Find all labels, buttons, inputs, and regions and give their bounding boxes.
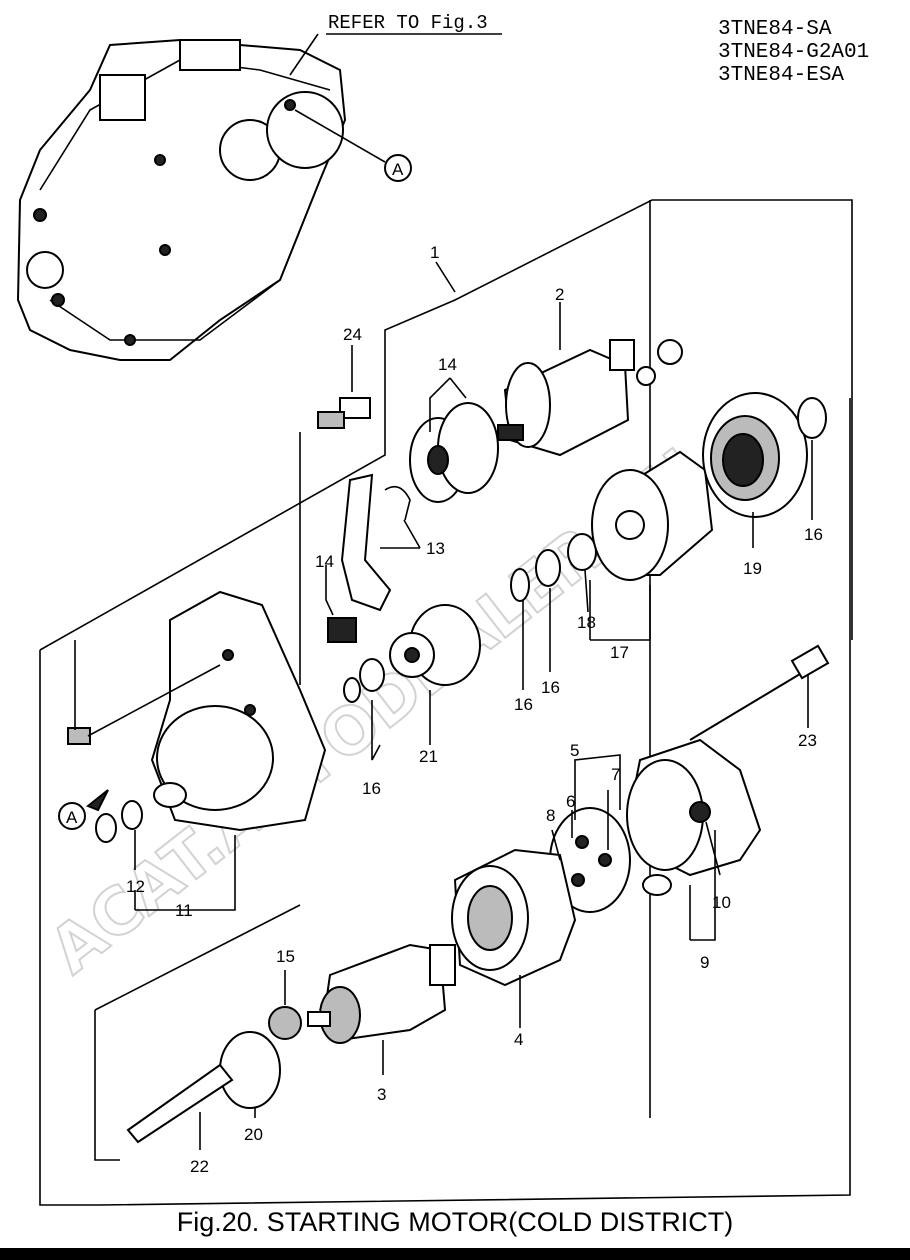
armature	[307, 943, 456, 1044]
callout-8: 8	[546, 806, 555, 825]
flywheel-housing	[16, 33, 347, 361]
assembly-1-frame	[39, 199, 853, 1206]
refer-to-fig-label: REFER TO Fig.3	[328, 12, 488, 34]
leader-lines	[134, 261, 813, 1150]
reduction-housing	[591, 450, 714, 581]
callout-16-b: 16	[514, 695, 533, 714]
model-code-2: 3TNE84-G2A01	[718, 41, 869, 64]
pinion-gear	[389, 604, 481, 686]
callout-2: 2	[555, 285, 564, 304]
callout-labels: 1 2 3 4 5 6 7 8 9 10 11 12 13 14 14 15 1…	[126, 243, 823, 1176]
callout-17: 17	[610, 643, 629, 662]
callout-4: 4	[514, 1030, 523, 1049]
callout-16-d: 16	[804, 525, 823, 544]
callout-22: 22	[190, 1157, 209, 1176]
figure-caption: Fig.20. STARTING MOTOR(COLD DISTRICT)	[176, 1207, 734, 1237]
callout-20: 20	[244, 1125, 263, 1144]
internal-gear	[702, 392, 808, 518]
model-code-3: 3TNE84-ESA	[718, 64, 844, 87]
callout-6: 6	[566, 792, 575, 811]
callout-1: 1	[430, 243, 439, 262]
rear-cover	[626, 738, 762, 877]
callout-5: 5	[570, 741, 579, 760]
yoke	[451, 848, 577, 987]
callout-11: 11	[175, 901, 193, 920]
front-bracket	[150, 590, 327, 832]
callout-3: 3	[377, 1085, 386, 1104]
callout-9: 9	[700, 953, 709, 972]
pinion-shaft	[126, 1063, 234, 1144]
callout-24: 24	[343, 325, 362, 344]
callout-15: 15	[276, 947, 295, 966]
model-code-1: 3TNE84-SA	[718, 18, 832, 41]
callout-12: 12	[126, 877, 145, 896]
callout-16-a: 16	[362, 779, 381, 798]
callout-13: 13	[426, 539, 445, 558]
callout-10: 10	[712, 893, 731, 912]
callout-14-lower: 14	[315, 552, 334, 571]
bottom-border	[0, 1248, 910, 1260]
callout-21: 21	[419, 747, 438, 766]
callout-14-upper: 14	[438, 355, 457, 374]
bolt-24	[317, 397, 371, 429]
ref-marker-a-top: A	[392, 160, 404, 179]
callout-23: 23	[798, 731, 817, 750]
solenoid-switch	[497, 339, 635, 457]
ref-marker-a-lower: A	[66, 808, 78, 827]
shift-lever	[340, 473, 392, 612]
callout-7: 7	[611, 765, 620, 784]
planet-gear	[268, 1006, 302, 1040]
callout-18: 18	[577, 613, 596, 632]
callout-16-c: 16	[541, 678, 560, 697]
callout-19: 19	[743, 559, 762, 578]
